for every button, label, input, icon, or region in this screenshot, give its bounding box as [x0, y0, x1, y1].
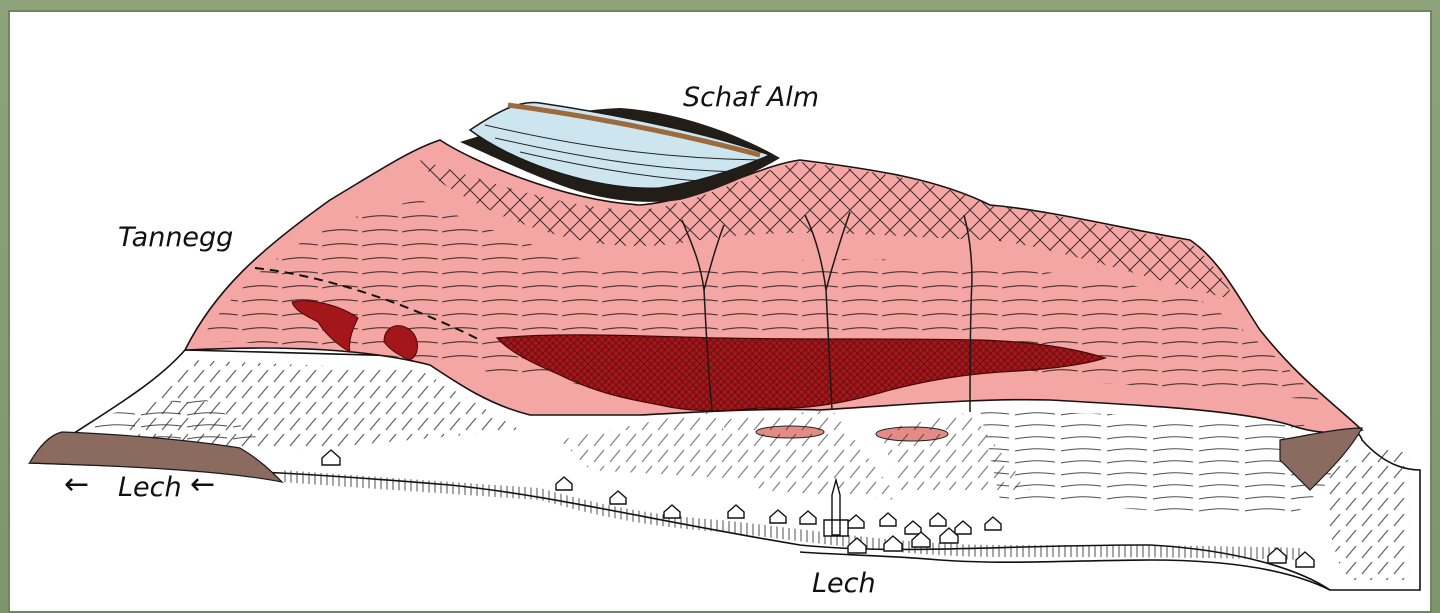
label-schaf-alm: Schaf Alm	[683, 82, 819, 113]
label-tannegg: Tannegg	[118, 222, 233, 253]
right-hatched-slope	[1326, 450, 1410, 580]
arrow-left-icon: ←	[190, 470, 215, 500]
arrow-left-icon: ←	[64, 470, 89, 500]
label-lech-bottom: Lech	[812, 568, 876, 599]
label-lech-left: Lech	[118, 472, 182, 503]
